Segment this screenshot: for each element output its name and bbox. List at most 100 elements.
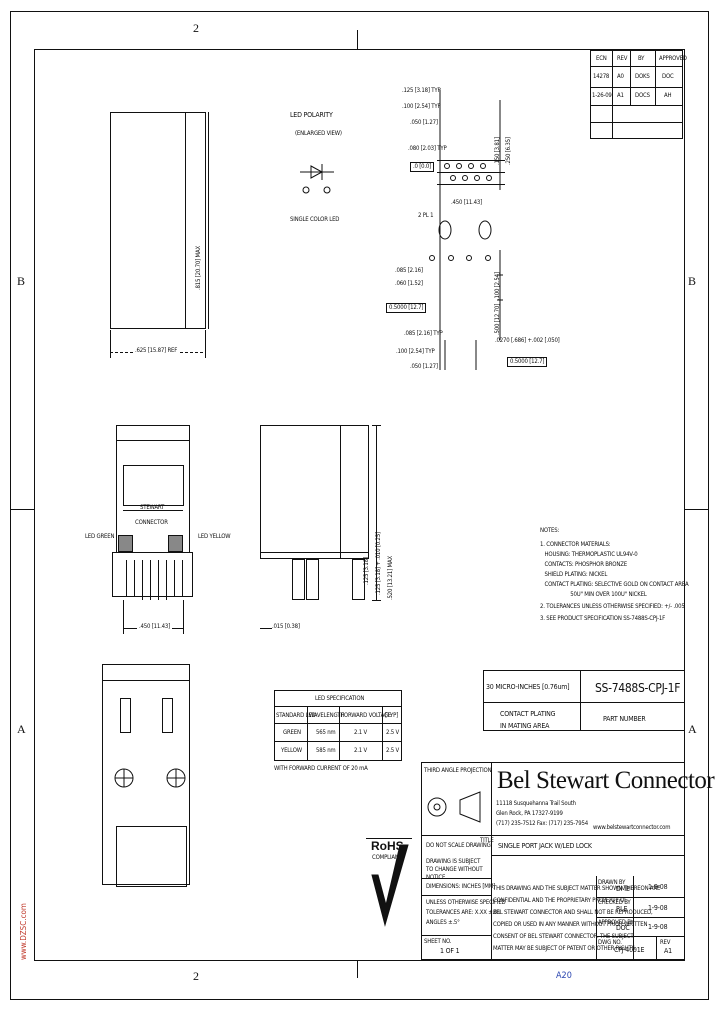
led-polarity-title: LED POLARITY	[290, 111, 333, 119]
company-address-2: Glen Rock, PA 17327-9199	[496, 810, 563, 817]
footprint-dim: .060 [1.52]	[395, 280, 423, 287]
rev-table-cell: DOKS	[635, 73, 650, 80]
footprint-datum-box: 0.5000 [12.7]	[386, 303, 427, 313]
proprietary-line: BEL STEWART CONNECTOR AND SHALL NOT BE R…	[493, 909, 653, 916]
note-line: 3. SEE PRODUCT SPECIFICATION SS-7488S-CP…	[540, 615, 666, 622]
zone-label-right-b: B	[688, 274, 697, 288]
rev-table-header-rev: REV	[617, 55, 628, 62]
rev-label: REV	[660, 939, 671, 946]
zone-label-left-a: A	[17, 722, 26, 736]
approved-by-label: APPROVED BY	[598, 919, 634, 926]
zone-label-bottom-2: 2	[193, 969, 199, 983]
footprint-dim: .125 [3.18] TYP	[402, 87, 441, 94]
footprint-dim: .450 [11.43]	[451, 199, 482, 206]
led-spec-cell: 565 nm	[316, 729, 336, 736]
watermark: www.DZSC.com	[19, 903, 28, 960]
note-line: CONTACT PLATING: SELECTIVE GOLD ON CONTA…	[540, 581, 689, 588]
drawing-title: SINGLE PORT JACK W/LED LOCK	[498, 842, 592, 850]
footprint-datum-box: 0.5000 [12.7]	[507, 357, 548, 367]
footprint-dim: .100 [2.54] TYP	[402, 103, 441, 110]
drawn-by-label: DRAWN BY	[598, 879, 626, 886]
dwg-no-label: DWG NO.	[598, 939, 622, 946]
do-not-scale: DO NOT SCALE DRAWING	[426, 842, 491, 849]
proprietary-notice: THIS DRAWING AND THE SUBJECT MATTER SHOW…	[493, 883, 660, 955]
zone-label-top-2: 2	[193, 21, 199, 35]
front-view-led-right: LED YELLOW	[198, 533, 231, 540]
footprint-dim-vertical: .250 [6.35]	[505, 137, 512, 165]
zone-label-left-b: B	[17, 274, 26, 288]
footprint-dim: .085 [2.16]	[395, 267, 423, 274]
company-address-1: 11118 Susquehanna Trail South	[496, 800, 576, 807]
note-line: HOUSING: THERMOPLASTIC UL94V-0	[540, 551, 638, 558]
checked-by-label: CHECKED BY	[598, 899, 631, 906]
part-number: SS-7488S-CPJ-1F	[595, 681, 681, 695]
rev-table-cell: DOC	[662, 73, 674, 80]
led-spec-header: FORWARD VOLTAGE	[341, 712, 392, 719]
proprietary-line: CONSENT OF BEL STEWART CONNECTOR. THE SU…	[493, 933, 634, 940]
led-spec-header: [TYP]	[385, 712, 399, 719]
led-polarity-caption: SINGLE COLOR LED	[290, 216, 340, 223]
drawn-by: DME	[616, 885, 630, 893]
elevation-dim-vertical: .520 [13.21] MAX	[387, 556, 394, 600]
plating-code: 30 MICRO-INCHES [0.76um]	[486, 683, 570, 691]
front-view-led-left: LED GREEN	[85, 533, 115, 540]
plating-label-2: IN MATING AREA	[500, 722, 550, 730]
subject-to-change: DRAWING IS SUBJECT TO CHANGE WITHOUT NOT…	[426, 858, 483, 881]
elevation-dim-vertical: .125 [3.18]	[363, 557, 370, 585]
footprint-dim: .050 [1.27]	[410, 119, 438, 126]
dwg-number: CPJ-4001E	[614, 946, 645, 954]
led-spec-header: STANDARD LED	[276, 712, 316, 719]
tolerance-line-3: ANGLES ±.5°	[426, 919, 460, 926]
note-line: 50U" MIN OVER 100U" NICKEL	[540, 591, 647, 598]
proprietary-line: MATTER MAY BE SUBJECT OF PATENT OR OTHER…	[493, 945, 637, 952]
led-spec-cell: 585 nm	[316, 747, 336, 754]
company-phone: (717) 235-7512 Fax: (717) 235-7954	[496, 820, 588, 827]
rohs-logo-text: RoHS	[371, 839, 404, 853]
front-view-width-dim: .450 [11.43]	[137, 623, 172, 630]
footprint-dim: .0270 [.686] +.002 [.050]	[495, 337, 560, 344]
note-line: CONTACTS: PHOSPHOR BRONZE	[540, 561, 628, 568]
led-spec-title: LED SPECIFICATION	[315, 695, 365, 702]
rohs-compliant: COMPLIANT	[372, 854, 402, 861]
footprint-dim: .080 [2.03] TYP	[408, 145, 447, 152]
projection-label: THIRD ANGLE PROJECTION	[424, 767, 492, 774]
dimensions-unit: DIMENSIONS: INCHES [MM]	[426, 883, 496, 890]
part-number-label: PART NUMBER	[603, 715, 646, 723]
led-spec-cell: 2.5 V	[386, 729, 399, 736]
led-spec-cell: GREEN	[283, 729, 301, 736]
footprint-dim-vertical: .100 [2.54]	[494, 272, 501, 300]
front-view-brand2: CONNECTOR	[135, 519, 168, 526]
footprint-dim: 2 PL 1	[418, 212, 434, 219]
note-line: 2. TOLERANCES UNLESS OTHERWISE SPECIFIED…	[540, 603, 685, 610]
footprint-dim: .100 [2.54] TYP	[396, 348, 435, 355]
side-view-width-dim: .625 [15.87] REF	[133, 347, 180, 354]
rev-table-cell: A0	[617, 73, 624, 80]
rev-table-cell: 14278	[593, 73, 610, 80]
footer-mark: A20	[556, 971, 572, 981]
sheet-number: 1 OF 1	[440, 947, 460, 955]
zone-label-right-a: A	[688, 722, 697, 736]
approved-date: 1-9-08	[648, 923, 668, 931]
proprietary-line: CONFIDENTIAL AND THE PROPRIETARY PROPERT…	[493, 897, 627, 904]
rev-table-cell: A1	[617, 92, 624, 99]
notes-list: 1. CONNECTOR MATERIALS: HOUSING: THERMOP…	[540, 540, 689, 624]
rev-table-cell: 1-26-09	[592, 92, 612, 99]
rev-value: A1	[664, 947, 672, 955]
company-name: Bel Stewart Connector	[497, 767, 715, 794]
approved-by: DOC	[616, 924, 630, 932]
footprint-dim-vertical: .150 [3.81]	[494, 137, 501, 165]
rev-table-header-ecn: ECN	[596, 55, 607, 62]
company-web: www.belstewartconnector.com	[593, 824, 671, 831]
title-prefix: TITLE	[480, 837, 494, 844]
tolerance-line-2: TOLERANCES ARE: X.XX ±.01	[426, 909, 501, 916]
proprietary-line: COPIED OR USED IN ANY MANNER WITHOUT PRI…	[493, 921, 648, 928]
led-spec-footnote: WITH FORWARD CURRENT OF 20 mA	[274, 765, 368, 772]
led-spec-cell: 2.5 V	[386, 747, 399, 754]
footprint-datum-box: .0 [0.0]	[410, 162, 435, 172]
sheet-label: SHEET NO.	[424, 938, 452, 945]
led-spec-cell: 2.1 V	[354, 747, 367, 754]
led-polarity-subtitle: (ENLARGED VIEW)	[295, 130, 342, 137]
drawn-date: 1-9-08	[648, 883, 668, 891]
rev-table-cell: AH	[664, 92, 672, 99]
